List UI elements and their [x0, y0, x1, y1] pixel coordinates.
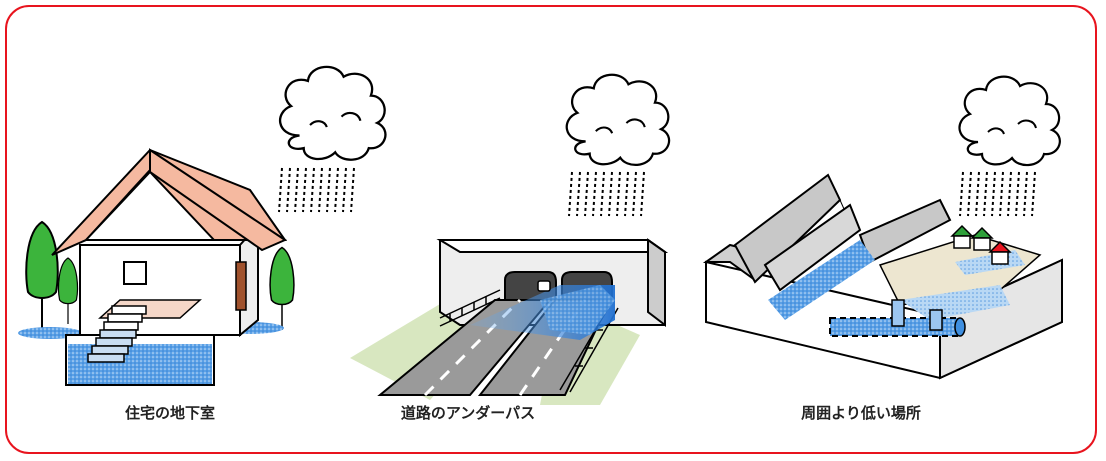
tree-icon: [269, 246, 295, 331]
house-icon: [988, 240, 1012, 265]
house-icon: [950, 224, 974, 249]
rain-cloud-icon: [958, 75, 1061, 167]
rain-cloud-icon: [565, 73, 671, 167]
lowland-flood-water: [900, 285, 1010, 320]
river-water: [768, 240, 875, 320]
lowland-scene: [702, 75, 1063, 380]
tree-icon: [57, 257, 79, 325]
caption-underpass: 道路のアンダーパス: [400, 404, 536, 422]
underpass-scene: [350, 73, 671, 405]
basement-flood-water: [68, 344, 212, 384]
caption-basement: 住宅の地下室: [124, 404, 216, 422]
rain-icon: [568, 171, 645, 217]
house-icon: [970, 226, 994, 251]
rain-icon: [959, 171, 1036, 217]
rain-cloud-icon: [278, 65, 387, 161]
rain-icon: [278, 167, 355, 213]
basement-scene: [18, 65, 387, 386]
caption-lowland: 周囲より低い場所: [801, 404, 921, 422]
tree-icon: [25, 221, 59, 333]
diagram-frame: [5, 5, 1097, 454]
car-icon: [537, 280, 551, 292]
